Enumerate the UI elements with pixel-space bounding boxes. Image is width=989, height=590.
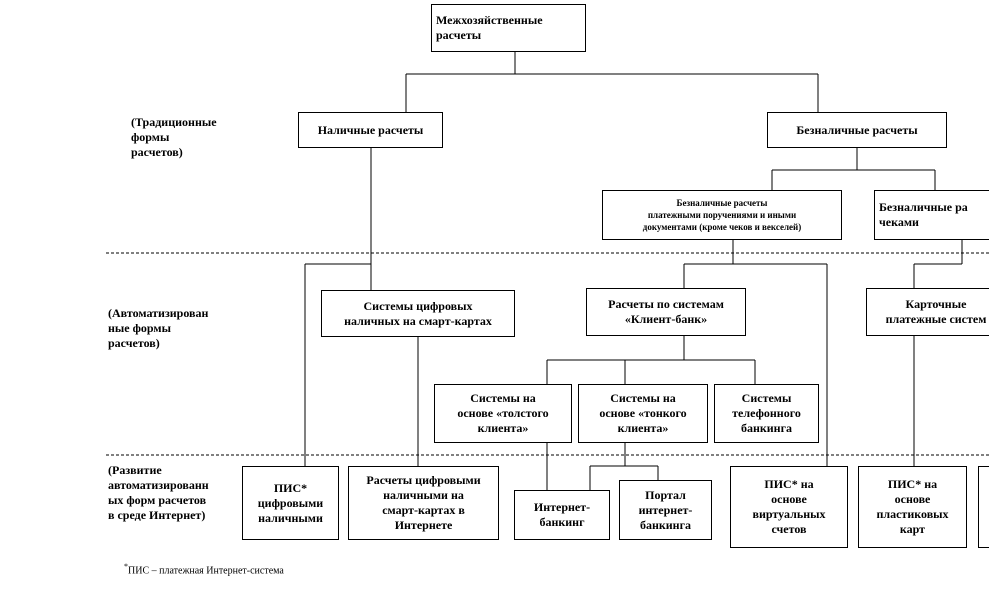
client-bank-node: Расчеты по системам «Клиент-банк» xyxy=(586,288,746,336)
pis-virtual-accounts-node: ПИС* на основе виртуальных счетов xyxy=(730,466,848,548)
phone-banking-node: Системы телефонного банкинга xyxy=(714,384,819,443)
noncash-cheques-node: Безналичные ра чеками xyxy=(874,190,989,240)
pis-plastic-cards-node: ПИС* на основе пластиковых карт xyxy=(858,466,967,548)
root-node: Межхозяйственные расчеты xyxy=(431,4,586,52)
digital-cash-internet-node: Расчеты цифровыми наличными на смарт-кар… xyxy=(348,466,499,540)
footnote-text: ПИС – платежная Интернет-система xyxy=(128,565,284,577)
internet-banking-node: Интернет- банкинг xyxy=(514,490,610,540)
level-label-automated: (Автоматизирован ные формы расчетов) xyxy=(108,306,209,350)
level-label-traditional: (Традиционные формы расчетов) xyxy=(131,115,217,159)
footnote: *ПИС – платежная Интернет-система xyxy=(124,561,284,577)
card-systems-node: Карточные платежные систем xyxy=(866,288,989,336)
level-label-internet: (Развитие автоматизированн ых форм расче… xyxy=(108,463,209,522)
footnote-mark: * xyxy=(124,562,128,571)
thick-client-node: Системы на основе «толстого клиента» xyxy=(434,384,572,443)
cash-payments-node: Наличные расчеты xyxy=(298,112,443,148)
noncash-payments-node: Безналичные расчеты xyxy=(767,112,947,148)
noncash-orders-node: Безналичные расчеты платежными поручения… xyxy=(602,190,842,240)
edge-cut-node xyxy=(978,466,989,548)
digital-cash-cards-node: Системы цифровых наличных на смарт-карта… xyxy=(321,290,515,337)
thin-client-node: Системы на основе «тонкого клиента» xyxy=(578,384,708,443)
pis-digital-cash-node: ПИС* цифровыми наличными xyxy=(242,466,339,540)
portal-banking-node: Портал интернет- банкинга xyxy=(619,480,712,540)
